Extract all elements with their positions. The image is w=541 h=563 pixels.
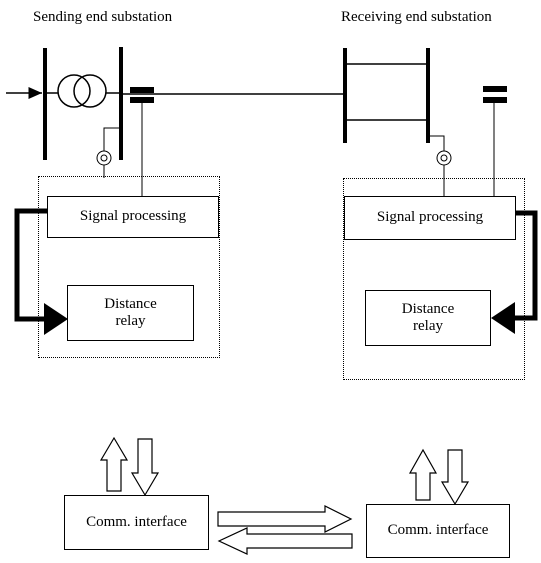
receiving-end-relay-enclosure — [343, 178, 525, 380]
sending-end-relay-enclosure — [38, 176, 220, 358]
receiving-end-relay-label-line2: relay — [413, 318, 443, 334]
receiving-end-down-arrow — [440, 449, 470, 506]
sending-end-signal-processing-block: Signal processing — [47, 196, 219, 238]
sending-end-up-arrow — [99, 436, 129, 492]
receiving-end-distance-relay-block: Distance relay — [365, 290, 491, 346]
receiving-end-up-arrow — [408, 448, 438, 501]
receiving-end-signal-processing-block: Signal processing — [344, 196, 516, 240]
receiving-end-circuit-breaker-icon — [483, 86, 507, 103]
receiving-end-comm-interface-block: Comm. interface — [366, 504, 510, 558]
sending-end-distance-relay-block: Distance relay — [67, 285, 194, 341]
comm-link-right-arrow — [217, 505, 353, 533]
receiving-end-signal-processing-label: Signal processing — [376, 209, 484, 226]
receiving-end-ct-wire — [428, 135, 445, 196]
sending-end-relay-label-line1: Distance — [104, 295, 157, 312]
sending-end-current-transformer-icon — [96, 150, 112, 166]
sending-end-circuit-breaker-icon — [130, 87, 154, 103]
sending-end-feedback-arrow — [14, 208, 47, 322]
receiving-end-feedback-arrow — [512, 210, 538, 321]
receiving-end-current-transformer-icon — [436, 150, 452, 166]
comm-link-left-arrow — [217, 527, 353, 555]
receiving-end-relay-label-line1: Distance — [401, 300, 455, 317]
power-transformer-icon — [57, 74, 107, 108]
sending-end-feedback-arrowhead — [44, 303, 68, 335]
sending-end-relay-label-line2: relay — [115, 313, 146, 329]
sending-end-down-arrow — [130, 438, 160, 497]
sending-end-substation-label: Sending end substation — [33, 9, 173, 25]
receiving-end-substation-label: Receiving end substation — [341, 9, 492, 25]
sending-end-comm-interface-label: Comm. interface — [86, 513, 187, 530]
receiving-end-comm-interface-label: Comm. interface — [387, 522, 489, 539]
sending-end-comm-interface-block: Comm. interface — [64, 495, 209, 550]
sending-end-signal-processing-label: Signal processing — [79, 208, 187, 225]
receiving-end-feedback-arrowhead — [491, 302, 515, 334]
